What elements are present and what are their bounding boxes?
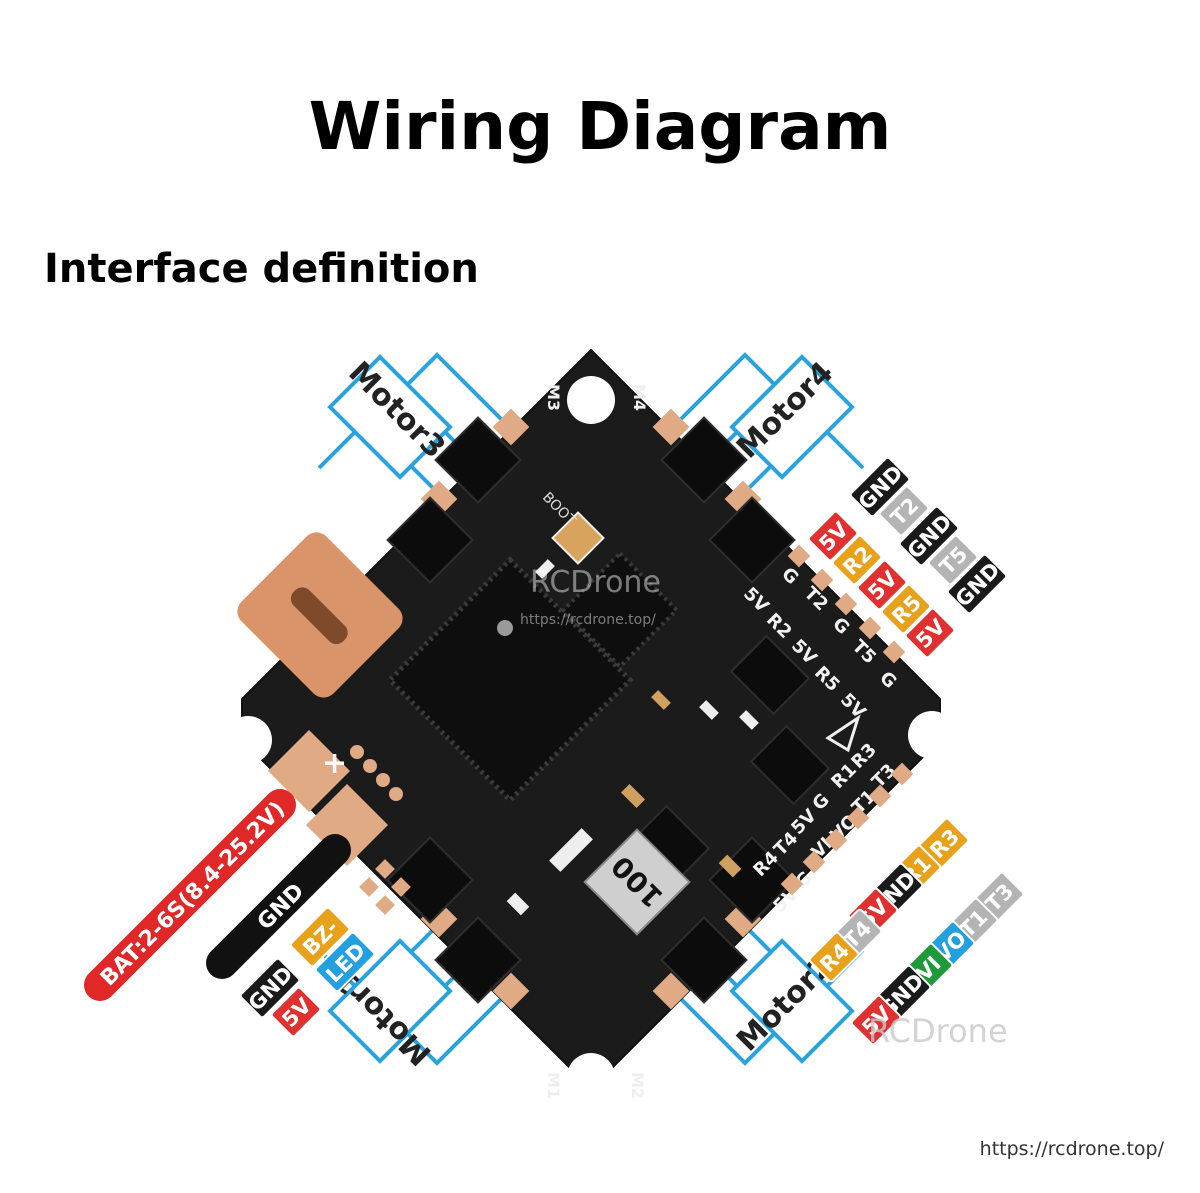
usb-c-connector[interactable]: [232, 527, 409, 704]
battery-lead: [84, 789, 351, 1001]
uart-pad: [802, 850, 826, 874]
uart-pad: [824, 828, 848, 852]
corner-label-m4: M4: [630, 384, 649, 411]
uart-pad: [780, 872, 804, 896]
uart-pad: [890, 762, 914, 786]
uart-pad: [846, 806, 870, 830]
corner-label-m1: M1: [544, 1072, 563, 1099]
corner-label-m2: M2: [628, 1072, 647, 1099]
battery-label: BAT:2-6S(8.4-25.2V): [96, 797, 290, 991]
uart-pads: [780, 544, 914, 896]
page-title: Wiring Diagram: [308, 88, 892, 165]
uart-pad: [834, 592, 858, 616]
mount-hole-left: [224, 716, 272, 764]
flight-controller-board: BOOT 100: [224, 348, 956, 1101]
battery-pads: [267, 729, 411, 915]
uart-pad: [858, 616, 882, 640]
watermark-brand: RCDrone: [530, 565, 661, 600]
watermark-url: https://rcdrone.top/: [520, 612, 656, 628]
direction-arrow-icon: [825, 714, 861, 753]
mount-hole-bottom: [567, 1053, 615, 1101]
tag-t5: T5: [927, 534, 979, 586]
boot-button[interactable]: [551, 511, 605, 565]
uart-pad: [882, 640, 906, 664]
uart-pad: [868, 784, 892, 808]
mount-hole-right: [908, 711, 956, 759]
uart-pad: [787, 544, 811, 568]
motor1-connector: [317, 922, 512, 1066]
motor2-connector: [670, 922, 865, 1066]
passive-components: [506, 559, 759, 916]
mcu-pin1-dot: [497, 620, 513, 636]
uart-pad: [810, 568, 834, 592]
motor3-connector: [317, 352, 512, 496]
footer-url: https://rcdrone.top/: [979, 1138, 1164, 1160]
mcu-chip: [386, 556, 634, 804]
motor4-connector: [670, 352, 865, 496]
corner-label-m3: M3: [544, 384, 563, 411]
plus-marker: +: [322, 746, 347, 781]
watermark-brand-corner: RCDrone: [868, 1012, 1008, 1050]
section-title: Interface definition: [44, 246, 479, 292]
mount-hole-top: [567, 376, 615, 424]
regulator-chip: [583, 828, 691, 936]
